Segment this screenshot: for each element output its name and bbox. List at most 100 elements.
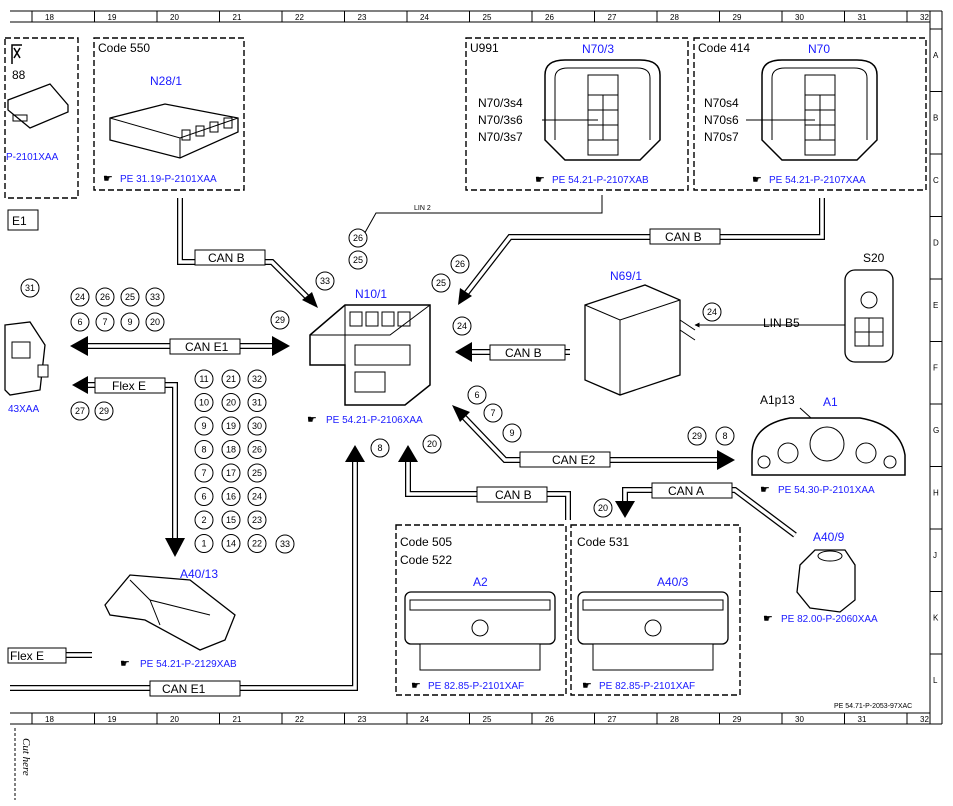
flex-e-bottom: Flex E: [10, 649, 44, 663]
n70-s6: N70s6: [704, 113, 739, 127]
grid-col-label: 21: [233, 715, 242, 724]
svg-text:16: 16: [226, 492, 236, 502]
pin-circle-col1: 11: [194, 369, 214, 389]
can-a-pin-circle: 20: [593, 498, 613, 518]
n69-module: N69/1: [584, 269, 696, 396]
svg-text:☛: ☛: [760, 484, 770, 496]
grid-col-label: 32: [920, 13, 929, 22]
grid-col-label: 18: [45, 715, 54, 724]
grid-col-label: 26: [545, 13, 554, 22]
svg-text:6: 6: [474, 390, 479, 400]
can-e1-pin-circle: 29: [270, 310, 290, 330]
can-b-top-right: CAN B: [665, 230, 702, 244]
svg-text:14: 14: [226, 539, 236, 549]
svg-text:6: 6: [201, 492, 206, 502]
left-pin-circle: 27: [70, 401, 90, 421]
pin-circle-col2: 19: [221, 416, 241, 436]
pin-circle-col2: 16: [221, 487, 241, 506]
s20-label: S20: [863, 251, 885, 265]
grid-col-label: 20: [170, 13, 179, 22]
grid-col-label: 25: [483, 13, 492, 22]
u991-box: U991 N70/3 N70/3s4 N70/3s6 N70/3s7 ☛ PE …: [470, 41, 661, 186]
n10-pin-circle: 33: [315, 271, 335, 291]
grid-row-label: A: [933, 51, 939, 60]
n10-ref: PE 54.21-P-2106XAA: [326, 415, 423, 426]
svg-text:☛: ☛: [307, 414, 317, 426]
pin-circle-col3: 24: [247, 487, 267, 506]
n70-s4: N70s4: [704, 96, 739, 110]
grid-row-label: F: [933, 364, 938, 373]
grid-row-label: J: [933, 551, 937, 560]
grid-col-label: 31: [858, 13, 867, 22]
n28-label: N28/1: [150, 74, 182, 88]
n10-pin-circle: 24: [452, 316, 472, 336]
grid-col-label: 30: [795, 715, 804, 724]
svg-text:20: 20: [150, 317, 160, 327]
left-module-ref: 43XAA: [8, 404, 39, 415]
pin-circle-col3: 26: [247, 440, 267, 459]
svg-text:24: 24: [75, 292, 85, 302]
left-module: 43XAA: [4, 321, 49, 415]
svg-text:33: 33: [150, 292, 160, 302]
grid-col-label: 29: [733, 715, 742, 724]
grid-col-label: 32: [920, 715, 929, 724]
grid-pin-circle: 20: [145, 312, 165, 332]
can-b-bottom: CAN B: [495, 488, 532, 502]
pin-circle-col3: 22: [247, 534, 267, 553]
pin-circle-col1: 7: [194, 463, 214, 483]
a40-3-label: A40/3: [657, 575, 689, 589]
left-code-label: 88: [12, 68, 26, 82]
n70-3-s7: N70/3s7: [478, 130, 523, 144]
pin-circle-col3: 23: [247, 510, 267, 530]
e2-pin-circle: 7: [483, 403, 503, 423]
n70-3-ref: PE 54.21-P-2107XAB: [552, 175, 649, 186]
svg-text:8: 8: [377, 443, 382, 453]
grid-row-label: L: [933, 676, 938, 685]
a2-ref: PE 82.85-P-2101XAF: [428, 681, 524, 692]
svg-text:31: 31: [25, 283, 35, 293]
grid-col-label: 27: [608, 715, 617, 724]
bus-labels: CAN B LIN 2 CAN B LIN B5 CAN E1 CAN B Fl…: [7, 205, 800, 697]
svg-text:25: 25: [252, 468, 262, 478]
pin-circle-col3: 32: [247, 369, 267, 389]
svg-text:☛: ☛: [752, 174, 762, 186]
grid-col-label: 29: [733, 13, 742, 22]
a40-3-radio-icon: [577, 591, 729, 671]
svg-text:☛: ☛: [120, 658, 130, 670]
can-a-label: CAN A: [668, 484, 704, 498]
left-partial-module: 88 P-2101XAA: [6, 44, 69, 163]
svg-text:22: 22: [252, 539, 262, 549]
svg-text:26: 26: [100, 292, 110, 302]
svg-text:☛: ☛: [582, 680, 592, 692]
n28-module-icon: [109, 103, 239, 159]
svg-text:☛: ☛: [763, 613, 773, 625]
can-e2-label: CAN E2: [552, 453, 596, 467]
lin2-label: LIN 2: [414, 205, 431, 212]
overhead-switch-icon-2: [761, 59, 878, 161]
svg-text:33: 33: [320, 276, 330, 286]
grid-col-label: 23: [358, 715, 367, 724]
svg-text:33: 33: [280, 539, 290, 549]
grid-col-label: 21: [233, 13, 242, 22]
a40-13-ref: PE 54.21-P-2129XAB: [140, 659, 237, 670]
n10-module: N10/1 ☛ PE 54.21-P-2106XAA: [307, 287, 431, 426]
overhead-switch-icon-1: [544, 59, 661, 161]
e1-left: E1: [7, 209, 39, 231]
s20-switch: S20: [844, 251, 894, 363]
can-b-pin-circle: 26: [450, 254, 470, 274]
pin-circle-col3: 31: [247, 393, 267, 412]
e2-pin-circle: 6: [467, 385, 487, 405]
can-e1-left: CAN E1: [185, 340, 229, 354]
bottom-pin-circle: 8: [370, 438, 390, 458]
svg-text:1: 1: [201, 539, 206, 549]
svg-text:26: 26: [455, 259, 465, 269]
ref-icon: ☛: [103, 173, 113, 185]
a40-9-ref: PE 82.00-P-2060XAA: [781, 614, 878, 625]
svg-text:26: 26: [353, 233, 363, 243]
grid-col-label: 19: [108, 13, 117, 22]
svg-text:32: 32: [252, 374, 262, 384]
svg-text:7: 7: [102, 317, 107, 327]
svg-text:☛: ☛: [411, 680, 421, 692]
svg-text:29: 29: [99, 406, 109, 416]
grid-pin-circle: 6: [70, 312, 90, 332]
